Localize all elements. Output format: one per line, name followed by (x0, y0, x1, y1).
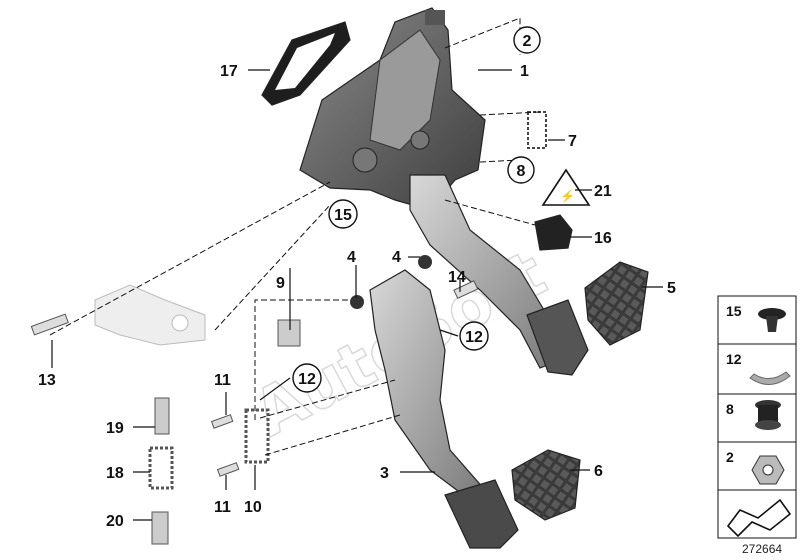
callout-19[interactable]: 19 (106, 420, 124, 437)
callout-15[interactable]: 15 (334, 207, 352, 224)
callout-circle-12b (459, 321, 489, 351)
spring-icon (148, 111, 547, 490)
pedal-bracket-icon (299, 7, 486, 211)
legend-label-15: 15 (726, 303, 742, 319)
callout-16[interactable]: 16 (594, 230, 612, 247)
callout-7[interactable]: 7 (568, 133, 577, 150)
callout-18[interactable]: 18 (106, 465, 124, 482)
callout-6[interactable]: 6 (594, 463, 603, 480)
callout-12a[interactable]: 12 (298, 371, 316, 388)
callout-14[interactable]: 14 (448, 269, 466, 286)
callout-circle-15 (328, 199, 358, 229)
switch-icon (534, 214, 573, 251)
callout-1[interactable]: 1 (520, 63, 529, 80)
callout-11b[interactable]: 11 (214, 499, 231, 516)
callout-2[interactable]: 2 (523, 33, 532, 50)
dashed-leaders (49, 17, 541, 456)
callout-20[interactable]: 20 (106, 513, 124, 530)
svg-text:⚡: ⚡ (560, 189, 575, 203)
hex-nut-icon (751, 455, 785, 485)
legend-cell-15[interactable] (717, 295, 797, 345)
brake-pedal-icon (369, 269, 519, 549)
legend-cell-12[interactable] (717, 343, 797, 395)
clip-icon (749, 371, 791, 385)
legend-arrow-icon (726, 498, 792, 538)
callout-10[interactable]: 10 (244, 499, 262, 516)
callout-17[interactable]: 17 (220, 63, 238, 80)
legend-panel: 15 12 8 2 (717, 295, 797, 539)
callout-3[interactable]: 3 (380, 465, 389, 482)
callout-8[interactable]: 8 (517, 163, 526, 180)
callout-9[interactable]: 9 (276, 275, 285, 292)
callout-circle-12a (292, 363, 322, 393)
callout-circle-2 (513, 26, 541, 54)
grommet-icon (755, 400, 781, 430)
sensor-icon (94, 284, 206, 346)
legend-label-8: 8 (726, 401, 734, 417)
callout-4a[interactable]: 4 (347, 249, 356, 266)
callout-circle-8 (507, 156, 535, 184)
callout-11a[interactable]: 11 (214, 372, 231, 389)
warning-triangle-icon: ⚡ (541, 168, 591, 206)
callout-4b[interactable]: 4 (392, 249, 401, 266)
pedal-pad-icon (511, 261, 649, 521)
pin-icon (30, 255, 479, 545)
legend-label-2: 2 (726, 449, 734, 465)
leader-lines (51, 69, 663, 521)
legend-label-12: 12 (726, 351, 742, 367)
callout-5[interactable]: 5 (667, 280, 676, 297)
callouts: 1 2 3 4 4 5 6 7 8 9 10 11 11 12 12 13 14… (38, 26, 676, 530)
reference-number: 272664 (742, 542, 782, 556)
callout-12b[interactable]: 12 (465, 329, 483, 346)
gasket-icon (261, 21, 351, 106)
clutch-pedal-icon (409, 174, 589, 376)
callout-21[interactable]: 21 (594, 183, 612, 200)
rivet-icon (758, 308, 786, 332)
callout-13[interactable]: 13 (38, 372, 56, 389)
